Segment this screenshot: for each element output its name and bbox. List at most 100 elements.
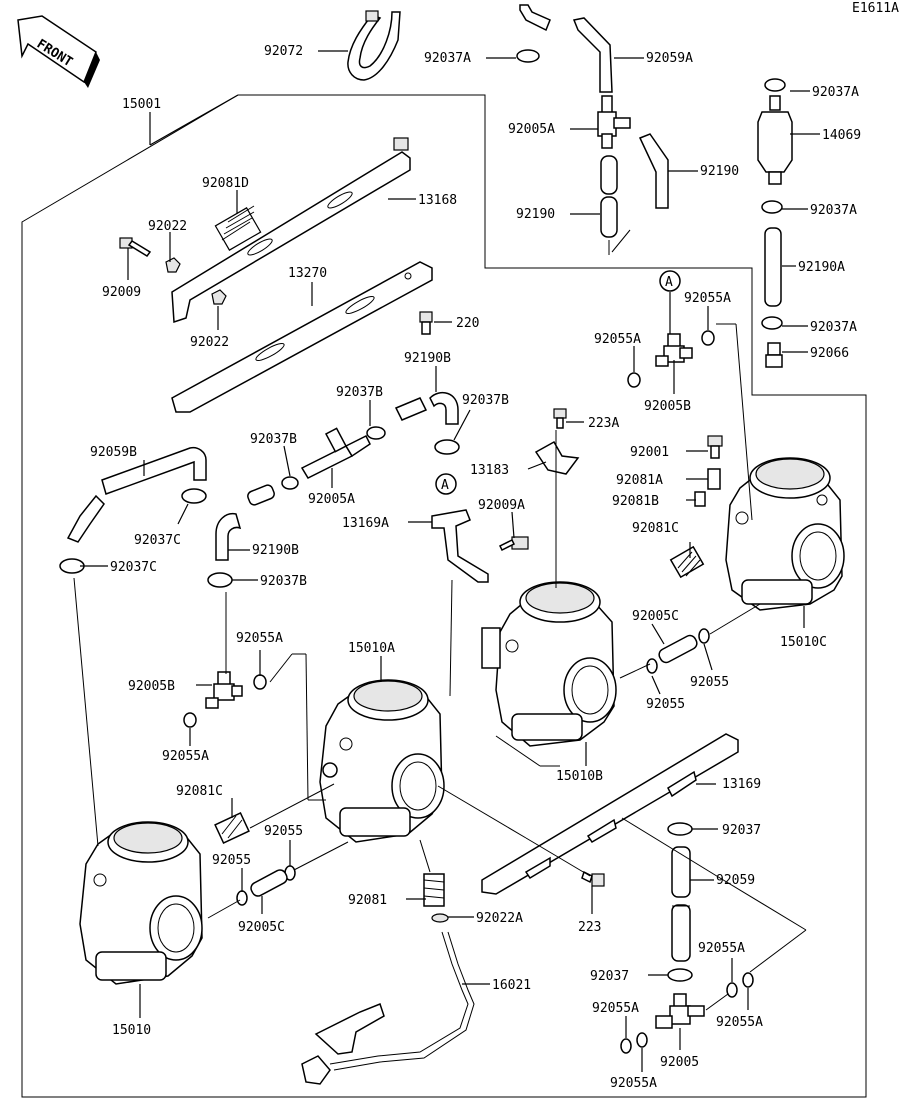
oring-92055A-7 [620, 1038, 632, 1054]
label-92190B-2: 92190B [252, 543, 299, 558]
ref-a-mid: A [441, 478, 449, 493]
label-92022-b: 92022 [190, 335, 229, 350]
carburetor-15010A [319, 679, 445, 843]
hose-92190A [764, 227, 782, 307]
label-92009A: 92009A [478, 498, 525, 513]
screw-223A [553, 408, 567, 429]
label-13168: 13168 [418, 193, 457, 208]
oring-92055A-8 [636, 1032, 648, 1048]
label-92022A: 92022A [476, 911, 523, 926]
label-15010A: 15010A [348, 641, 395, 656]
tee-92005 [655, 993, 705, 1029]
label-92055A-6: 92055A [716, 1015, 763, 1030]
hose-short-mid [247, 484, 275, 506]
carburetor-15010C [725, 457, 845, 611]
hose-92059B [101, 446, 207, 495]
label-92190-left: 92190 [516, 207, 555, 222]
label-92190B-1: 92190B [404, 351, 451, 366]
clip-92037B-4 [207, 572, 233, 588]
oring-92055A-1 [627, 372, 641, 388]
oring-92055A-4 [253, 674, 267, 690]
bracket-13169A [431, 509, 489, 583]
screw-223 [581, 870, 605, 887]
ref-circle-a-mid [435, 473, 457, 495]
bracket-13169 [481, 733, 739, 895]
spring-92081 [423, 873, 445, 907]
fitting-92066 [765, 342, 783, 368]
label-92190A: 92190A [798, 260, 845, 275]
clip-92037B-2 [434, 439, 460, 455]
clip-92037A-top [516, 49, 540, 63]
label-92055-3: 92055 [264, 824, 303, 839]
label-16021: 16021 [492, 978, 531, 993]
label-92081: 92081 [348, 893, 387, 908]
label-15001: 15001 [122, 97, 161, 112]
label-92081A: 92081A [616, 473, 663, 488]
oring-92055A-6 [742, 972, 754, 988]
clip-92037-2 [667, 968, 693, 982]
label-223: 223 [578, 920, 601, 935]
label-92072: 92072 [264, 44, 303, 59]
spring-92081C-1 [669, 545, 705, 579]
label-92055A-8: 92055A [610, 1076, 657, 1091]
tee-92005A-mid [300, 427, 371, 479]
label-92055A-2: 92055A [684, 291, 731, 306]
label-92005B-1: 92005B [644, 399, 691, 414]
label-92009: 92009 [102, 285, 141, 300]
label-13183: 13183 [470, 463, 509, 478]
label-223A: 223A [588, 416, 619, 431]
bolt-92009 [119, 237, 152, 257]
label-92059B: 92059B [90, 445, 137, 460]
cable-16021 [301, 931, 475, 1085]
label-92059A: 92059A [646, 51, 693, 66]
assembly-outline [21, 94, 867, 1098]
label-92081D: 92081D [202, 176, 249, 191]
label-13270: 13270 [288, 266, 327, 281]
pipe-92005C-2 [658, 634, 698, 664]
label-92037C-2: 92037C [110, 560, 157, 575]
label-92055-1: 92055 [690, 675, 729, 690]
label-92081B: 92081B [612, 494, 659, 509]
part-labels: 15001 92072 92037A 92059A 92005A 92190 9… [90, 44, 861, 1091]
label-92055A-7: 92055A [592, 1001, 639, 1016]
label-92055A-1: 92055A [594, 332, 641, 347]
label-13169: 13169 [722, 777, 761, 792]
fuel-filter-14069 [757, 78, 793, 185]
clip-92037A-r2 [761, 200, 783, 214]
label-220: 220 [456, 316, 479, 331]
label-15010: 15010 [112, 1023, 151, 1038]
front-arrow-icon: FRONT [17, 15, 100, 88]
screw-220 [419, 311, 433, 335]
label-92037A-r2: 92037A [810, 203, 857, 218]
label-92005A-mid: 92005A [308, 492, 355, 507]
bracket-13183 [534, 440, 580, 475]
tee-92005B-2 [205, 671, 243, 709]
bolt-92009A [498, 536, 529, 552]
label-92037C-1: 92037C [134, 533, 181, 548]
label-92055A-3: 92055A [236, 631, 283, 646]
label-92190-right: 92190 [700, 164, 739, 179]
label-92005A-top: 92005A [508, 122, 555, 137]
clip-92037-1 [667, 822, 693, 836]
oring-92055-3 [646, 658, 658, 674]
label-92037A-r1: 92037A [812, 85, 859, 100]
hose-92190B-2 [215, 512, 242, 561]
label-92055A-5: 92055A [698, 941, 745, 956]
washer-92022A [431, 913, 449, 923]
oring-92055A-2 [701, 330, 715, 346]
label-92055-4: 92055 [212, 853, 251, 868]
carburetor-15010B [481, 581, 617, 747]
leader-lines [73, 50, 820, 1072]
spring-92081C-2 [214, 812, 250, 844]
label-92059: 92059 [716, 873, 755, 888]
label-92037A-top: 92037A [424, 51, 471, 66]
label-92081C-2: 92081C [176, 784, 223, 799]
label-92001: 92001 [630, 445, 669, 460]
label-92037-2: 92037 [590, 969, 629, 984]
clip-92037A-r3 [761, 316, 783, 330]
label-15010C: 15010C [780, 635, 827, 650]
spring-92081B [694, 491, 706, 507]
clip-92037B-1 [366, 426, 386, 440]
label-92005C-2: 92005C [238, 920, 285, 935]
